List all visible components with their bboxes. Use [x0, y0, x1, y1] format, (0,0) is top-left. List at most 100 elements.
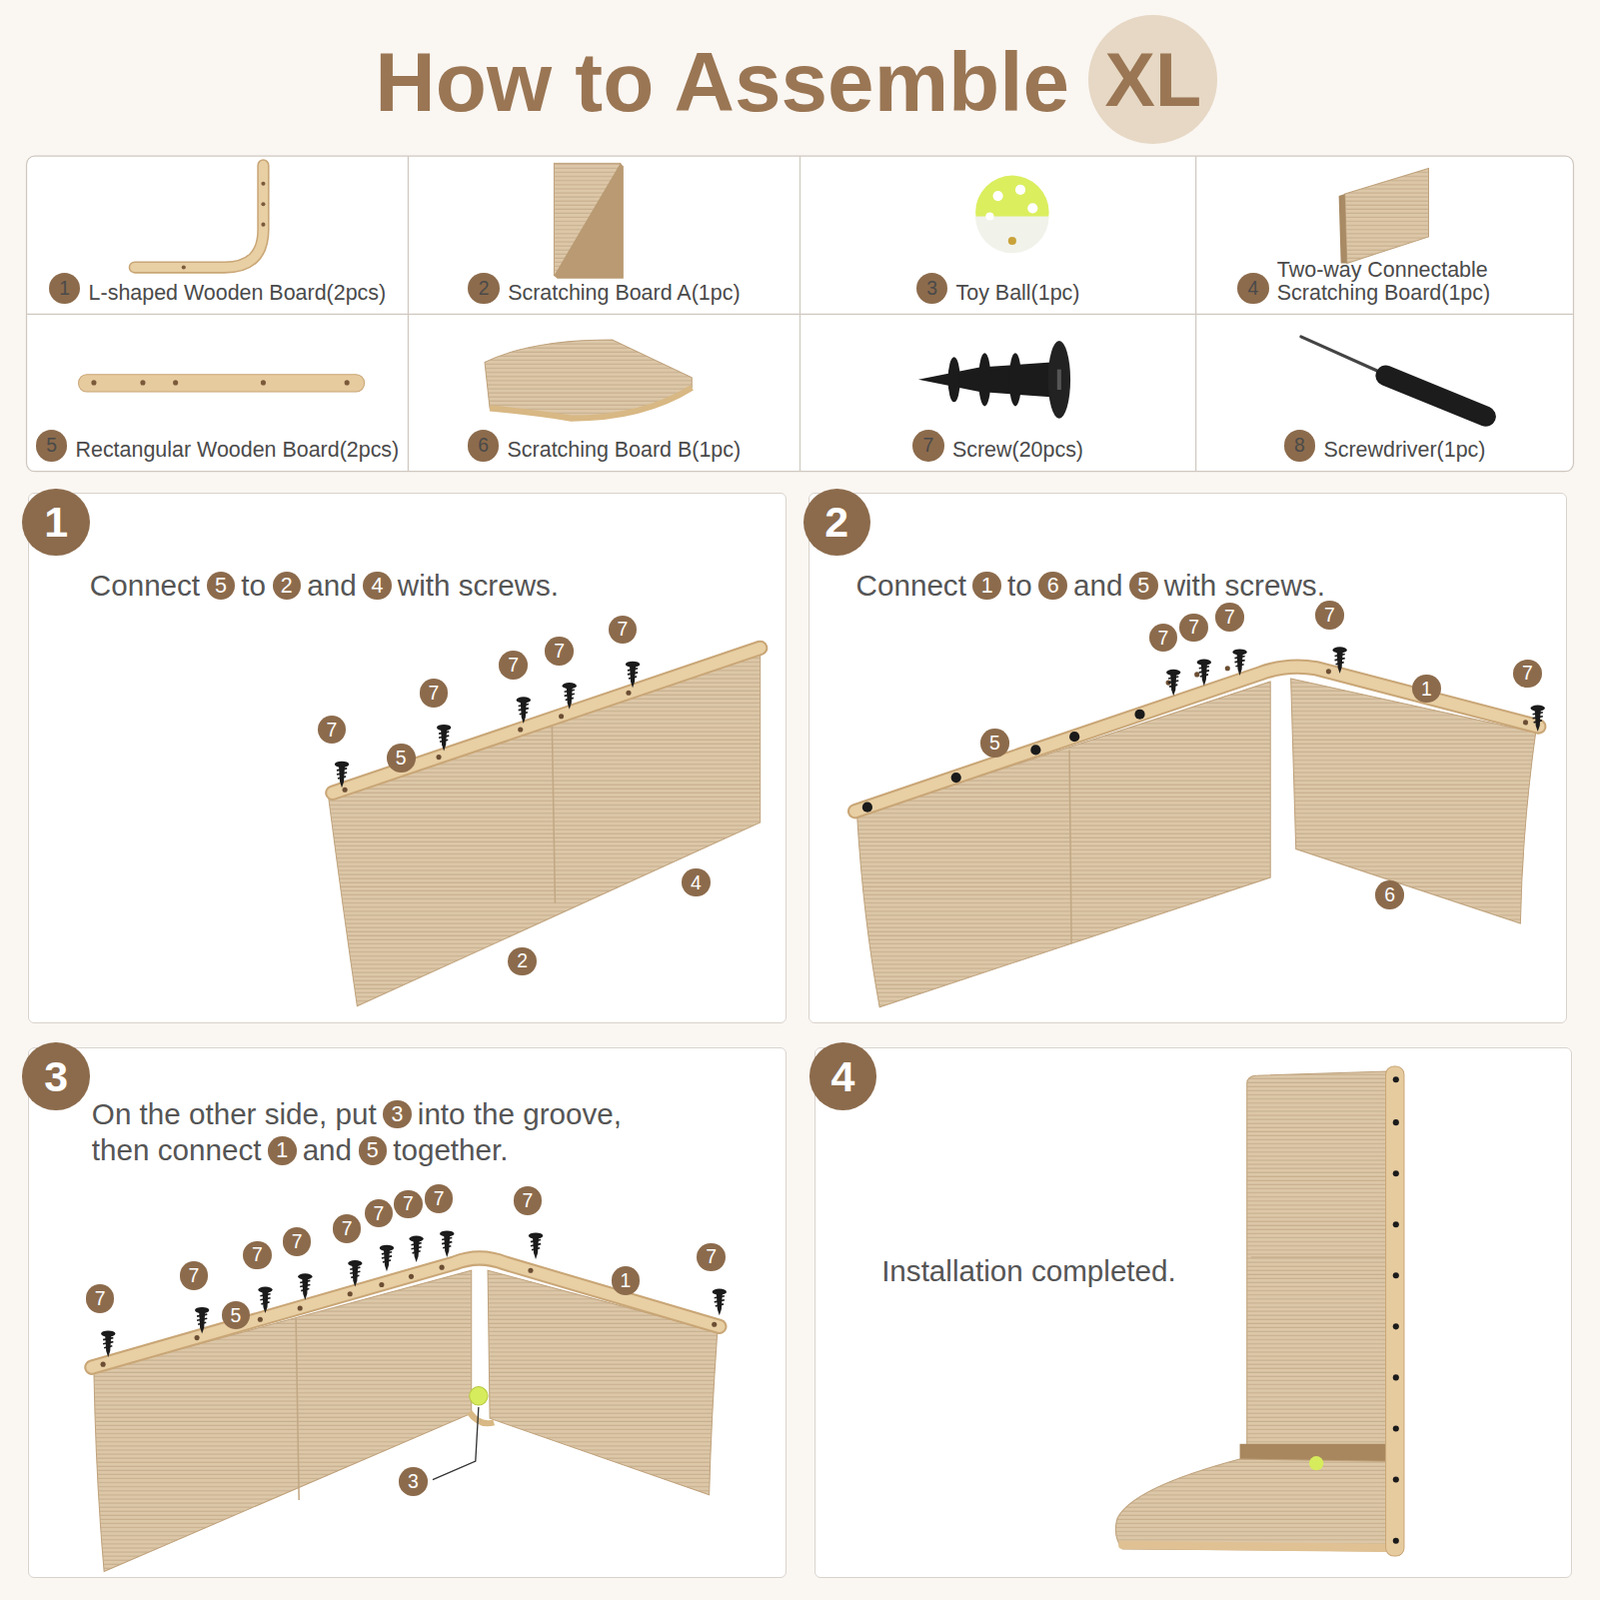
instruction-text: to [1007, 567, 1033, 605]
callout-number: 4 [1237, 272, 1270, 305]
screw-icon [379, 1245, 394, 1273]
size-badge: XL [1088, 14, 1218, 144]
step-panel: Installation completed.4 [814, 1047, 1574, 1579]
step4-figure [1393, 1119, 1400, 1126]
part-ball [1008, 236, 1017, 245]
parts-cell: Screwdriver(1pc)8 [1196, 313, 1575, 471]
step-number: 2 [803, 488, 871, 556]
part-rect-board [78, 374, 365, 392]
screw-icon [1197, 659, 1212, 687]
screw-icon [347, 1260, 362, 1288]
callout-number: 7 [923, 434, 935, 456]
parts-cell: Rectangular Wooden Board(2pcs)5 [26, 313, 409, 471]
panel-ground [808, 492, 1569, 1024]
step2-figure [951, 772, 962, 783]
step-panel: On the other side, put3into the groove,t… [27, 1047, 788, 1579]
callout-number: 3 [398, 1467, 428, 1497]
part-ball [985, 211, 994, 220]
step1-figure [328, 652, 761, 1006]
callout-number: 4 [681, 868, 711, 898]
part-two-way-board [1339, 167, 1430, 263]
step1-figure [625, 690, 631, 696]
callout-number: 4 [362, 571, 392, 601]
part-board-a [553, 162, 623, 278]
part-l-board [260, 201, 265, 206]
callout-number: 5 [35, 429, 68, 462]
instruction-text: Connect [856, 567, 967, 605]
step4-figure [1393, 1076, 1400, 1083]
instruction-text: into the groove, [417, 1096, 622, 1134]
part-board-b [484, 339, 692, 419]
callout-number: 7 [424, 1184, 454, 1214]
callout-number: 5 [45, 434, 57, 456]
part-l-board [260, 181, 265, 186]
part-board-a [553, 162, 623, 278]
callout-number: 5 [1129, 571, 1159, 601]
callout-number: 7 [696, 1243, 726, 1273]
step3-figure [91, 1258, 720, 1368]
callout-number: 2 [272, 571, 302, 601]
screw-icon [439, 1230, 454, 1258]
part-rect-board [139, 379, 145, 385]
step4-figure [1393, 1538, 1400, 1545]
part-rect-board [90, 379, 96, 385]
callout-number: 7 [282, 1227, 312, 1257]
step2-figure [1523, 719, 1529, 725]
callout-number: 7 [332, 1214, 362, 1244]
instruction-text: to [240, 567, 266, 605]
screw-icon [562, 682, 577, 710]
callout-number: 6 [1375, 880, 1405, 910]
callout-number: 6 [1038, 571, 1068, 601]
panel-ground [27, 492, 788, 1024]
step2-figure [1069, 749, 1072, 944]
callout-number: 7 [419, 678, 449, 708]
step3-figure [408, 1274, 414, 1280]
part-l-board [134, 164, 264, 267]
callout-number: 7 [1315, 600, 1345, 630]
screw-icon [100, 1330, 115, 1358]
screw-icon [297, 1273, 312, 1301]
part-screw [1009, 352, 1022, 406]
instruction-text: with screws. [1164, 567, 1326, 605]
instruction-text: Connect [89, 567, 200, 605]
callout-number: 7 [544, 636, 574, 666]
part-name: Toy Ball(1pc) [956, 281, 1081, 305]
callout-number: 7 [498, 650, 528, 680]
part-name: Screw(20pcs) [952, 438, 1084, 462]
step4-figure [1393, 1221, 1400, 1228]
callout-number: 1 [611, 1266, 641, 1296]
step2-figure [855, 666, 1540, 812]
screw-icon [1166, 669, 1181, 697]
part-rect-board [78, 374, 365, 392]
step3-figure [378, 1282, 384, 1288]
step1-figure [517, 726, 523, 732]
callout-number: 2 [824, 497, 849, 547]
step4-figure [1393, 1374, 1400, 1381]
screw-icon [100, 646, 1546, 1358]
step4-figure [1247, 1071, 1389, 1452]
callout-number: 3 [926, 277, 938, 299]
part-ball [1015, 184, 1026, 195]
step2-figure [1225, 665, 1231, 671]
instruction-text: then connect [91, 1132, 262, 1170]
step1-figure [328, 647, 761, 1006]
step2-figure [1194, 671, 1200, 677]
step4-figure [1393, 1272, 1400, 1279]
screw-icon [1531, 705, 1546, 733]
part-ball [975, 175, 1050, 254]
part-ball [975, 215, 1050, 253]
callout-number: 7 [608, 615, 638, 645]
screw-icon [516, 696, 531, 724]
step3-figure [91, 1258, 720, 1368]
parts-table [26, 155, 1575, 472]
panel-ground [814, 1047, 1574, 1579]
callout-number: 7 [1179, 613, 1209, 643]
step4-figure [1115, 1459, 1388, 1552]
callout-number: 2 [467, 272, 500, 305]
callout-number: 7 [364, 1199, 394, 1229]
panel-ground [27, 492, 1574, 1578]
callout-number: 8 [1294, 434, 1306, 456]
screw-icon [334, 761, 349, 789]
parts-cell: Scratching Board B(1pc)6 [407, 313, 800, 471]
